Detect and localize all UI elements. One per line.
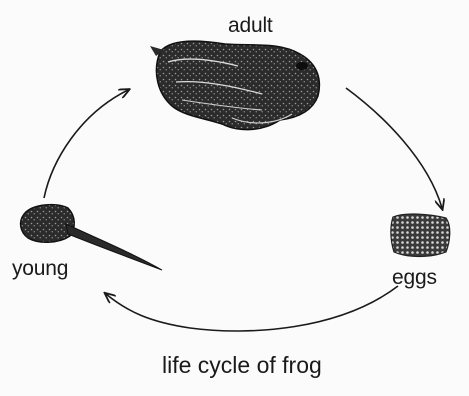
diagram-caption: life cycle of frog	[162, 352, 322, 379]
young-label: young	[12, 257, 68, 281]
adult-frog-image	[150, 41, 319, 130]
eggs-image	[391, 214, 450, 256]
arrow-eggs-to-young	[106, 286, 398, 331]
adult-label: adult	[228, 14, 273, 38]
eggs-label: eggs	[392, 266, 437, 290]
arrow-young-to-adult	[44, 90, 128, 198]
arrow-adult-to-eggs	[346, 88, 442, 208]
